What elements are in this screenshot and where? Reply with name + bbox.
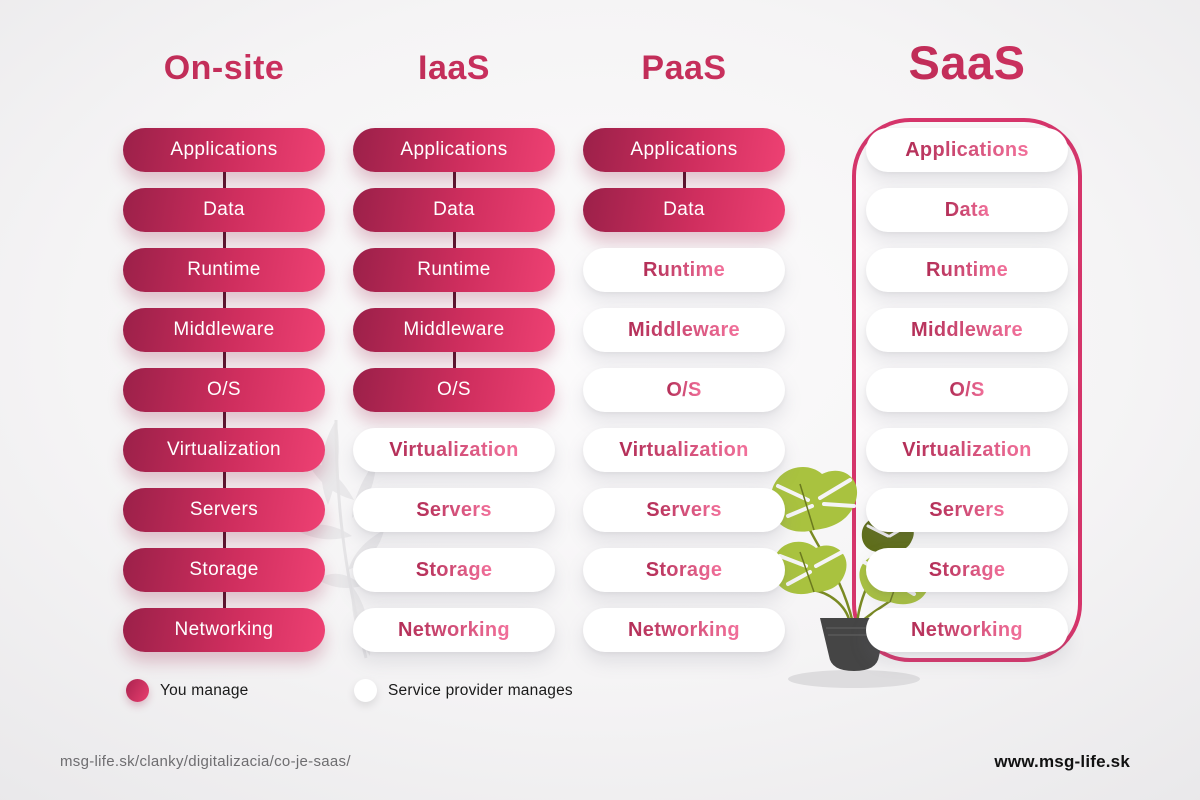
layer-pill-saas-data: Data [866,188,1068,232]
layer-pill-label: Applications [170,139,278,160]
layer-pill-iaas-runtime: Runtime [353,232,555,292]
layer-pill-label: Middleware [911,318,1023,341]
column-heading-saas: SaaS [826,34,1108,92]
layer-pill-label: Runtime [642,258,726,281]
layer-pill-label: Middleware [628,318,740,341]
column-heading-iaas: IaaS [313,44,595,92]
layer-pill-iaas-data: Data [353,172,555,232]
legend-you-manage: You manage [126,679,248,702]
layer-pill-on-site-networking: Networking [123,592,325,652]
layer-pill-label: Data [663,199,705,220]
layer-pill-saas-networking: Networking [866,608,1068,652]
layer-pill-paas-applications: Applications [583,128,785,172]
layer-pill-label: Virtualization [389,438,519,461]
layer-pill-paas-virtualization: Virtualization [583,428,785,472]
layer-pill-label: O/S [666,378,702,401]
layer-pill-label: Servers [416,498,492,521]
legend-provider-manages: Service provider manages [354,679,573,702]
layer-pill-iaas-o-s: O/S [353,352,555,412]
layer-pill-label: Servers [646,498,722,521]
layer-pill-label: Middleware [173,319,275,340]
layer-pill-label: O/S [207,379,241,400]
layer-pill-on-site-o-s: O/S [123,352,325,412]
layer-pill-label: Data [944,198,990,221]
layer-pill-saas-runtime: Runtime [866,248,1068,292]
layer-pill-label: O/S [437,379,471,400]
layer-pill-on-site-data: Data [123,172,325,232]
layer-pill-label: Servers [189,499,259,520]
layer-pill-label: Virtualization [619,438,749,461]
you-manage-dot-icon [126,679,149,702]
layer-pill-label: Applications [630,139,738,160]
layer-pill-paas-middleware: Middleware [583,308,785,352]
layer-pill-label: Networking [398,618,510,641]
layer-pill-label: Runtime [187,259,261,280]
layer-pill-paas-networking: Networking [583,608,785,652]
layer-pill-paas-data: Data [583,172,785,232]
layer-pill-label: Data [203,199,245,220]
layer-pill-saas-virtualization: Virtualization [866,428,1068,472]
layer-pill-iaas-applications: Applications [353,128,555,172]
layer-pill-label: Runtime [417,259,491,280]
layer-pill-paas-storage: Storage [583,548,785,592]
layer-pill-iaas-middleware: Middleware [353,292,555,352]
layer-pill-saas-o-s: O/S [866,368,1068,412]
layer-pill-on-site-applications: Applications [123,128,325,172]
legend-you-manage-label: You manage [160,681,249,699]
layer-pill-label: Runtime [925,258,1009,281]
layer-pill-on-site-middleware: Middleware [123,292,325,352]
layer-pill-paas-servers: Servers [583,488,785,532]
layer-pill-saas-storage: Storage [866,548,1068,592]
provider-manages-dot-icon [354,679,377,702]
layer-pill-label: Applications [400,139,508,160]
column-heading-on-site: On-site [83,44,365,92]
layer-pill-label: Storage [928,558,1006,581]
layer-pill-label: Virtualization [902,438,1032,461]
layer-pill-paas-runtime: Runtime [583,248,785,292]
layer-pill-label: Storage [645,558,723,581]
layer-pill-paas-o-s: O/S [583,368,785,412]
layer-pill-label: Networking [628,618,740,641]
layer-pill-saas-servers: Servers [866,488,1068,532]
source-url-text: msg-life.sk/clanky/digitalizacia/co-je-s… [60,753,351,770]
layer-pill-label: Servers [929,498,1005,521]
layer-pill-label: O/S [949,378,985,401]
layer-pill-label: Networking [911,618,1023,641]
layer-pill-iaas-networking: Networking [353,608,555,652]
layer-pill-iaas-storage: Storage [353,548,555,592]
website-url-text: www.msg-life.sk [994,752,1130,771]
layer-pill-iaas-servers: Servers [353,488,555,532]
layer-pill-label: Data [433,199,475,220]
layer-pill-label: Storage [415,558,493,581]
layer-pill-label: Storage [189,559,259,580]
legend-provider-manages-label: Service provider manages [388,681,573,699]
layer-pill-label: Virtualization [166,439,282,460]
layer-pill-label: Networking [174,619,274,640]
layer-pill-saas-applications: Applications [866,128,1068,172]
layer-pill-label: Applications [905,138,1029,161]
layer-pill-label: Middleware [403,319,505,340]
layer-pill-saas-middleware: Middleware [866,308,1068,352]
layer-pill-on-site-servers: Servers [123,472,325,532]
layer-pill-iaas-virtualization: Virtualization [353,428,555,472]
column-heading-paas: PaaS [543,44,825,92]
layer-pill-on-site-storage: Storage [123,532,325,592]
layer-pill-on-site-runtime: Runtime [123,232,325,292]
layer-pill-on-site-virtualization: Virtualization [123,412,325,472]
